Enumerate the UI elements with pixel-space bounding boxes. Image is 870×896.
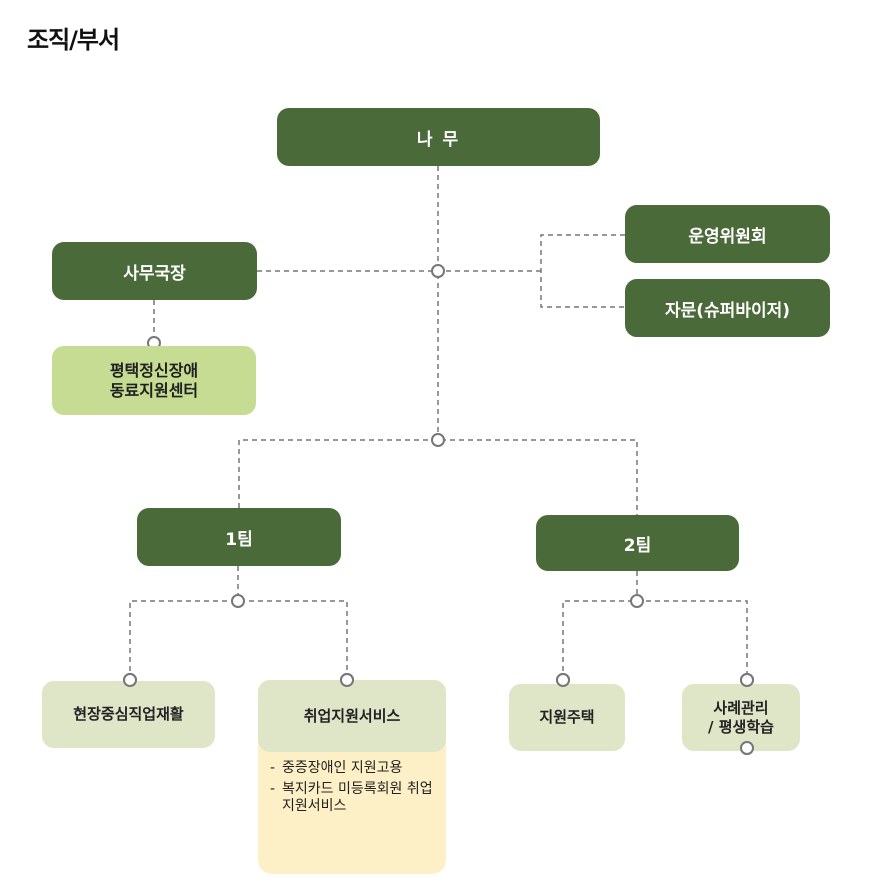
employment-details: - 중증장애인 지원고용 - 복지카드 미등록회원 취업지원서비스 <box>258 740 446 874</box>
detail-item: - 복지카드 미등록회원 취업지원서비스 <box>270 781 436 815</box>
housing-node: 지원주택 <box>509 684 625 751</box>
page-title: 조직/부서 <box>27 26 120 54</box>
housing-label: 지원주택 <box>539 708 595 726</box>
team2-node: 2팀 <box>536 515 739 571</box>
peer-center-label-line2: 동료지원센터 <box>109 380 199 400</box>
employment-node: 취업지원서비스 <box>258 680 446 752</box>
committee-node: 운영위원회 <box>625 205 830 263</box>
team1-node: 1팀 <box>137 508 341 566</box>
secretary-label: 사무국장 <box>123 263 186 284</box>
rehab-node: 현장중심직업재활 <box>42 681 215 748</box>
committee-label: 운영위원회 <box>688 226 767 247</box>
peer-center-label-line1: 평택정신장애 <box>109 360 199 380</box>
root-label: 나 무 <box>416 129 461 150</box>
case-label-line1: 사례관리 <box>713 698 769 717</box>
detail-text: 중증장애인 지원고용 <box>282 760 403 776</box>
case-label-line2: / 평생학습 <box>708 717 774 736</box>
case-node: 사례관리 / 평생학습 <box>682 684 800 751</box>
peer-center-node: 평택정신장애 동료지원센터 <box>52 346 256 415</box>
connector-node <box>231 594 245 608</box>
detail-text: 복지카드 미등록회원 취업지원서비스 <box>282 781 433 814</box>
team2-label: 2팀 <box>623 535 652 556</box>
secretary-node: 사무국장 <box>52 242 257 300</box>
employment-label: 취업지원서비스 <box>303 706 401 725</box>
team1-label: 1팀 <box>225 529 253 550</box>
connector-node <box>431 433 445 447</box>
advisory-node: 자문(슈퍼바이저) <box>625 279 830 337</box>
advisory-label: 자문(슈퍼바이저) <box>664 300 791 321</box>
connector-node <box>431 264 445 278</box>
rehab-label: 현장중심직업재활 <box>73 705 184 723</box>
root-node: 나 무 <box>277 108 600 166</box>
detail-item: - 중증장애인 지원고용 <box>270 760 403 776</box>
connector-node <box>630 594 644 608</box>
